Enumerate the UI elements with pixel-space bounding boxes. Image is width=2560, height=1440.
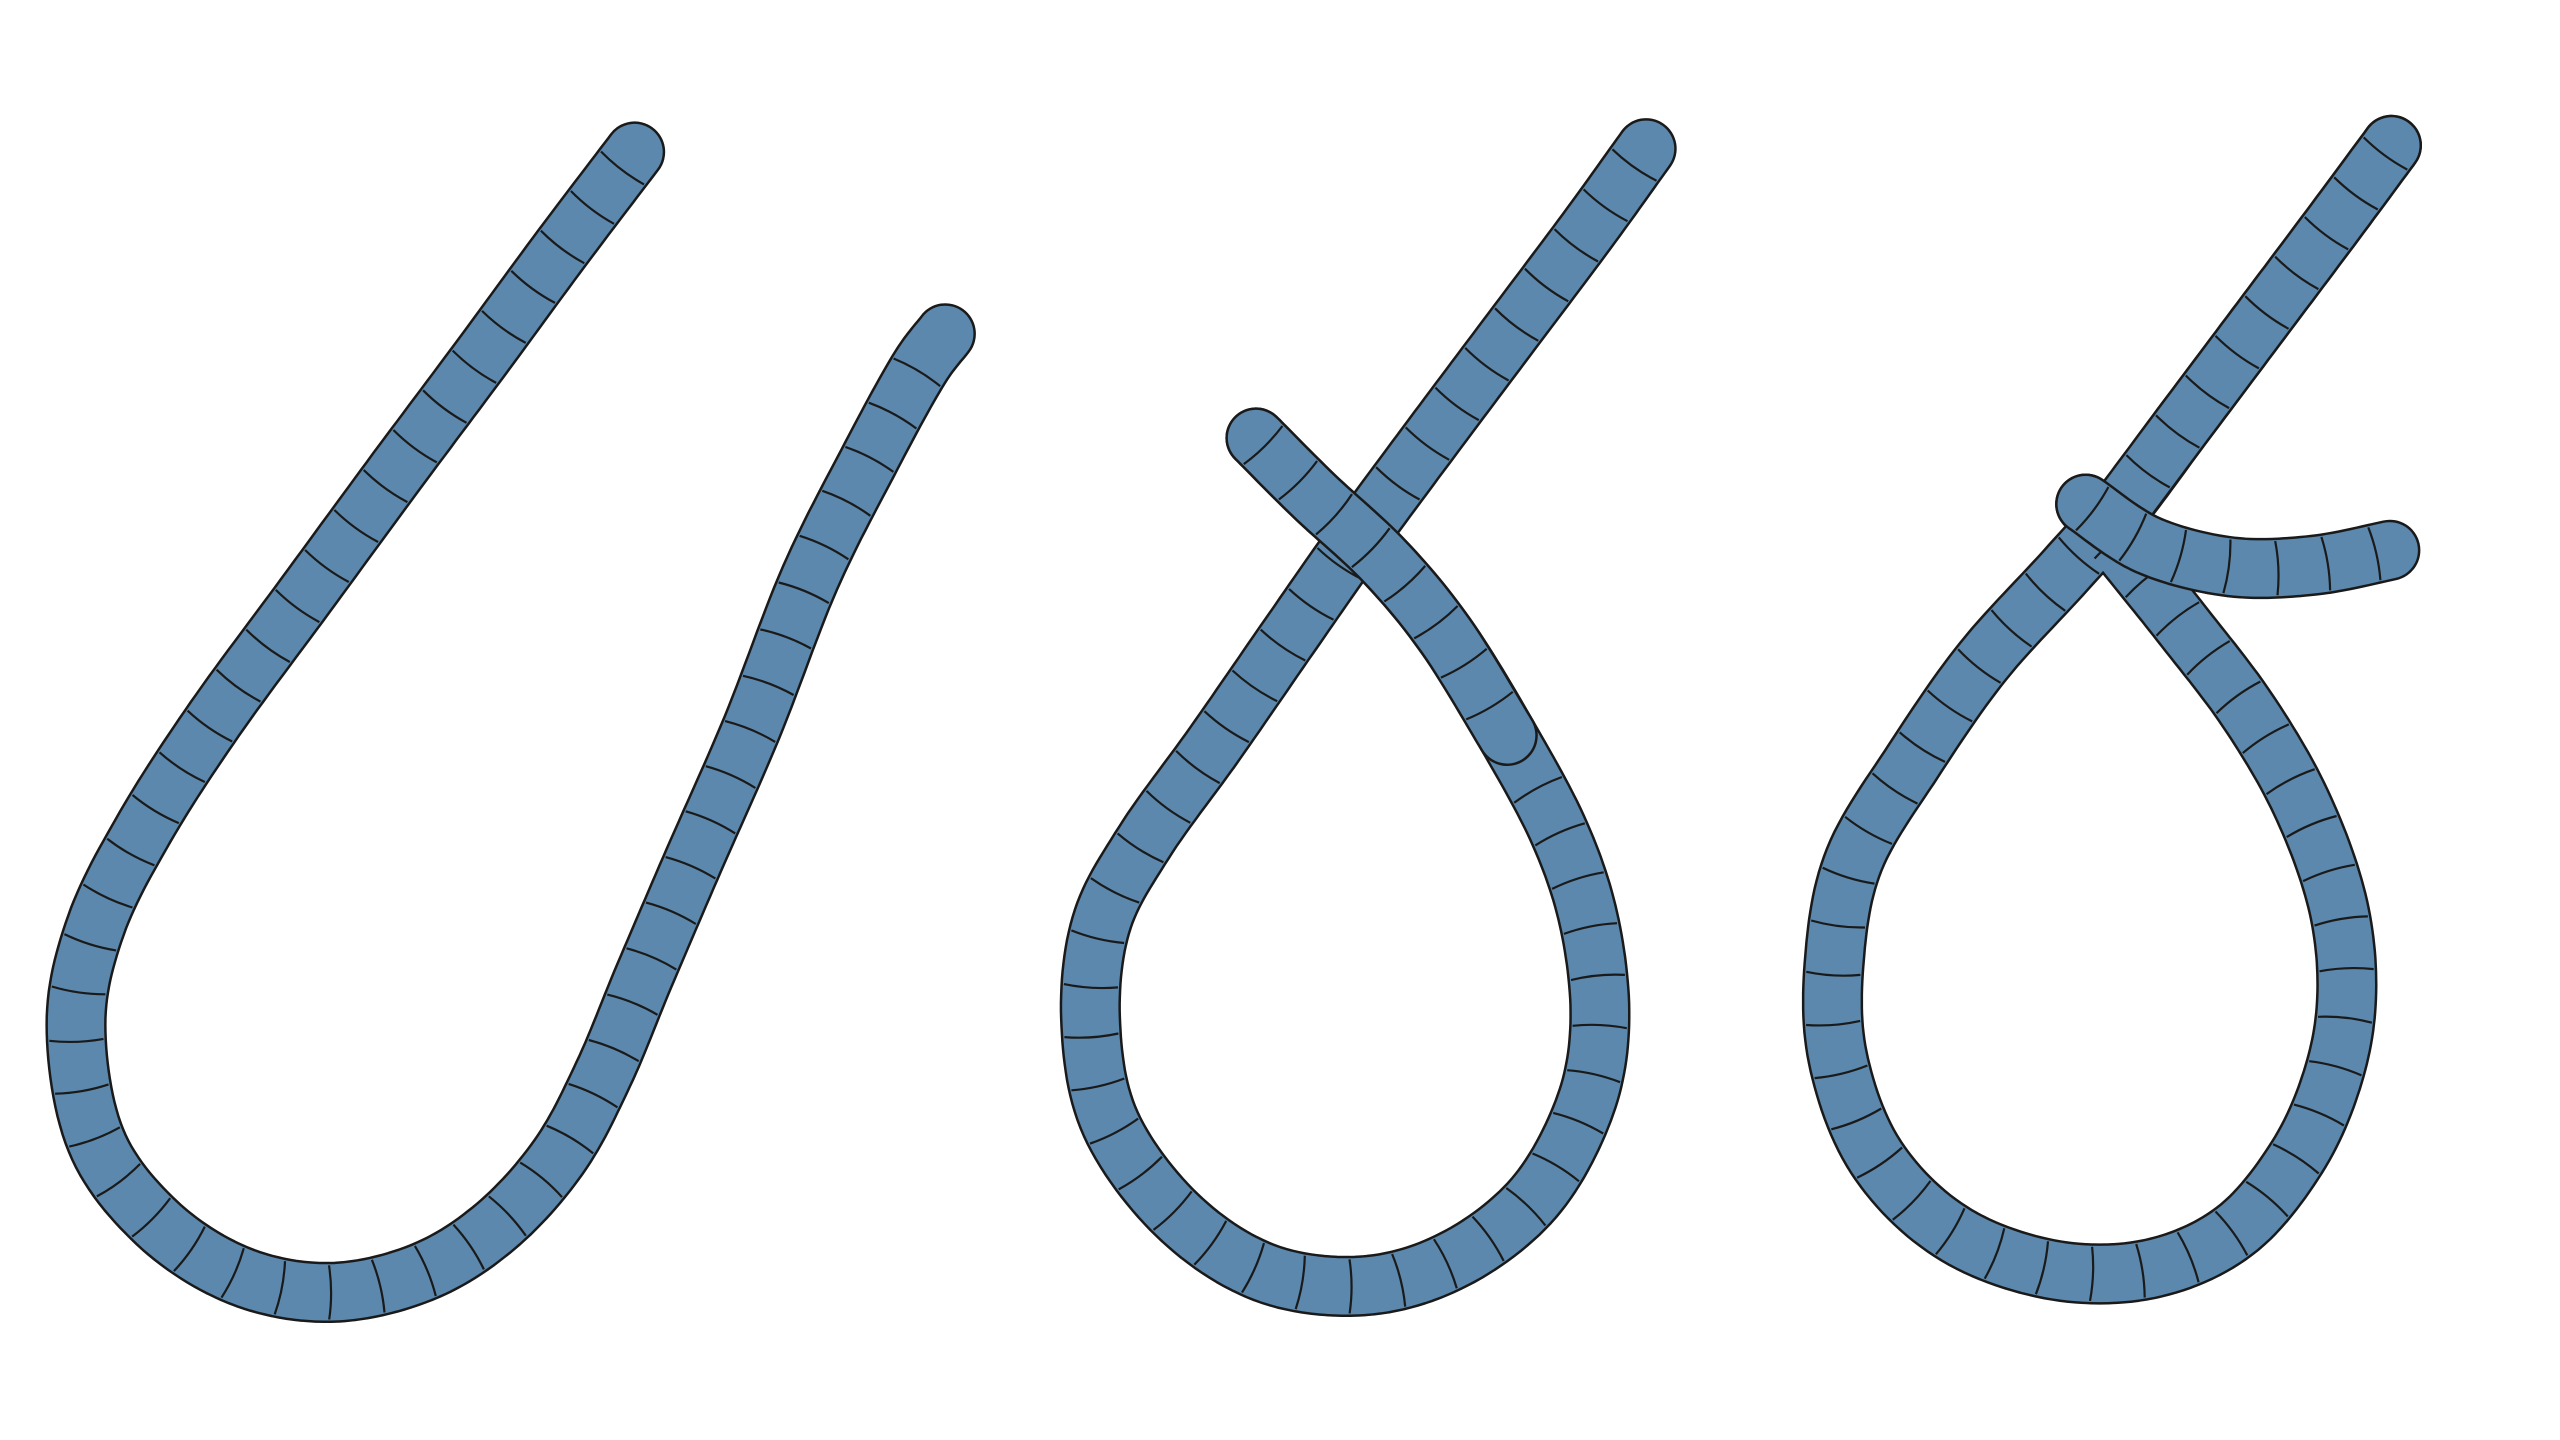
step-2-rope-over [1225, 407, 1538, 766]
step-2-rope-over-body [1227, 409, 1536, 764]
step-3-rope-tucked-end [2055, 473, 2421, 600]
step-3-rope-standing-body [2095, 117, 2420, 533]
step-2-crossed-loop-figure [1059, 118, 1677, 1317]
step-1-rope-segment-marks [49, 150, 941, 1320]
step-2-rope-lower [1059, 118, 1677, 1317]
step-3-tucked-end-figure [1801, 114, 2422, 1305]
step-3-rope-standing [2093, 114, 2422, 535]
step-1-rope-body [47, 123, 974, 1321]
step-3-rope-lower-body [1804, 117, 2420, 1303]
step-1-bight-figure [45, 121, 976, 1323]
step-3-rope-tucked-end-segment-marks [2075, 486, 2382, 596]
step-3-rope-tucked-end-body [2057, 476, 2418, 597]
step-2-rope-over-segment-marks [1243, 425, 1514, 721]
step-3-rope-lower [1801, 114, 2422, 1305]
step-1-rope [45, 121, 976, 1323]
step-3-rope-standing-segment-marks [2125, 136, 2408, 489]
